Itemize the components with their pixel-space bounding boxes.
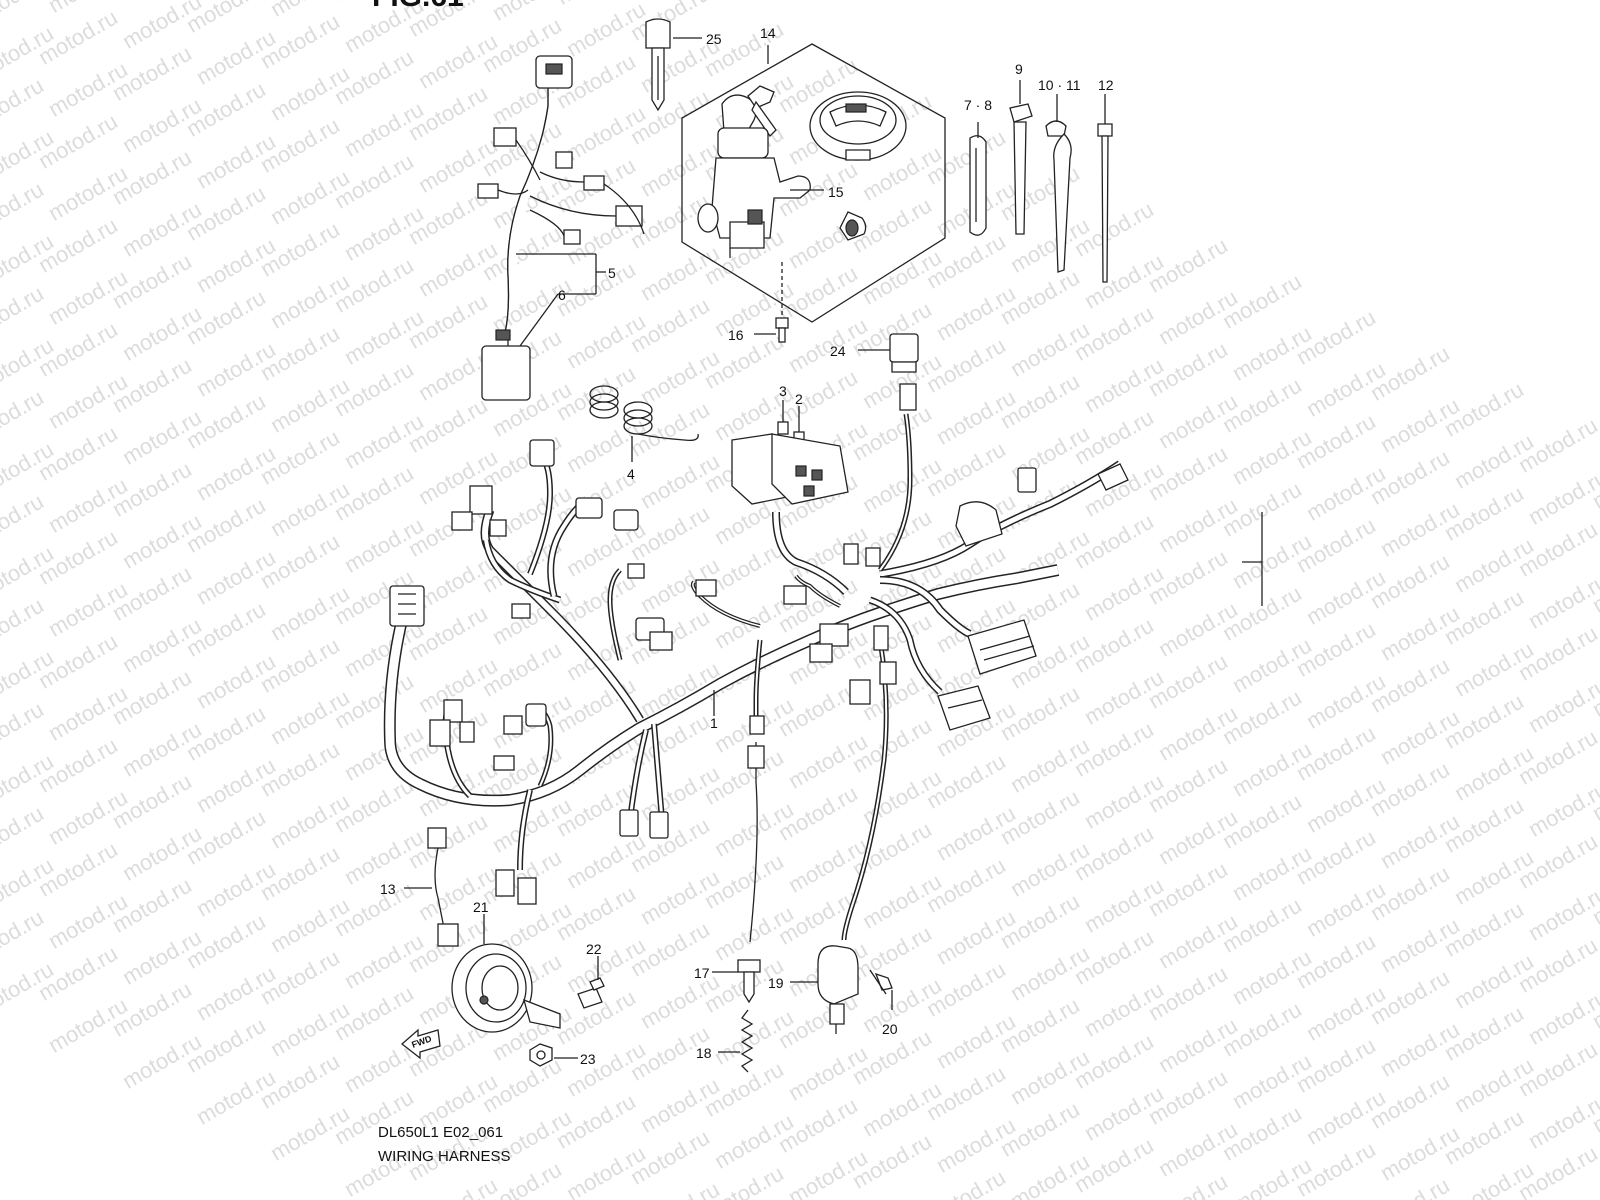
- sensor-17: [712, 742, 765, 1004]
- bolt-22: [577, 956, 605, 1009]
- callout-18: 18: [696, 1045, 712, 1061]
- callout-17: 17: [694, 965, 710, 981]
- model-code: DL650L1 E02_061: [378, 1124, 504, 1141]
- callout-19: 19: [768, 975, 784, 991]
- horn-21: [451, 914, 561, 1033]
- callout-4: 4: [627, 466, 635, 482]
- ignition-kit-outline: [681, 43, 946, 323]
- seat-lock-cylinder: [839, 211, 867, 241]
- callout-24: 24: [830, 343, 846, 359]
- callout-1: 1: [710, 715, 718, 731]
- fuel-cap-lock: [809, 91, 907, 161]
- callout-10-11: 10 · 11: [1038, 77, 1081, 93]
- callout-20: 20: [882, 1021, 898, 1037]
- callout-6: 6: [558, 287, 566, 303]
- callout-25: 25: [706, 31, 722, 47]
- diagram-name: WIRING HARNESS: [378, 1148, 511, 1165]
- callout-7-8: 7 · 8: [964, 97, 993, 113]
- bolt-16: [754, 262, 789, 343]
- horn-lead-13: [404, 827, 459, 947]
- ignition-switch: [697, 85, 824, 258]
- harness-connectors: [389, 383, 1129, 905]
- callout-2: 2: [795, 391, 803, 407]
- callout-23: 23: [580, 1051, 596, 1067]
- sub-harness-5-6: [477, 55, 645, 401]
- callout-14: 14: [760, 25, 776, 41]
- relay-24: [858, 333, 919, 373]
- fuse-box: [731, 433, 849, 505]
- clamps-and-ties: [969, 80, 1113, 283]
- callout-21: 21: [473, 899, 489, 915]
- callout-leaders-5-6: [516, 253, 606, 347]
- edge-mark: [1242, 512, 1263, 606]
- sensor-19: [790, 945, 859, 1034]
- callout-15: 15: [828, 184, 844, 200]
- callout-13: 13: [380, 881, 396, 897]
- ignition-key: [645, 18, 702, 112]
- callout-22: 22: [586, 941, 602, 957]
- fwd-arrow: [400, 1028, 441, 1060]
- bolt-20: [869, 969, 893, 1010]
- callout-12: 12: [1098, 77, 1114, 93]
- callout-16: 16: [728, 327, 744, 343]
- spring-clamp-4: [589, 385, 699, 462]
- figure-title: FIG.61: [372, 0, 464, 14]
- callout-5: 5: [608, 265, 616, 281]
- nut-23: [529, 1043, 578, 1067]
- callout-3: 3: [779, 383, 787, 399]
- callout-9: 9: [1015, 61, 1023, 77]
- clip-18: [718, 1009, 754, 1073]
